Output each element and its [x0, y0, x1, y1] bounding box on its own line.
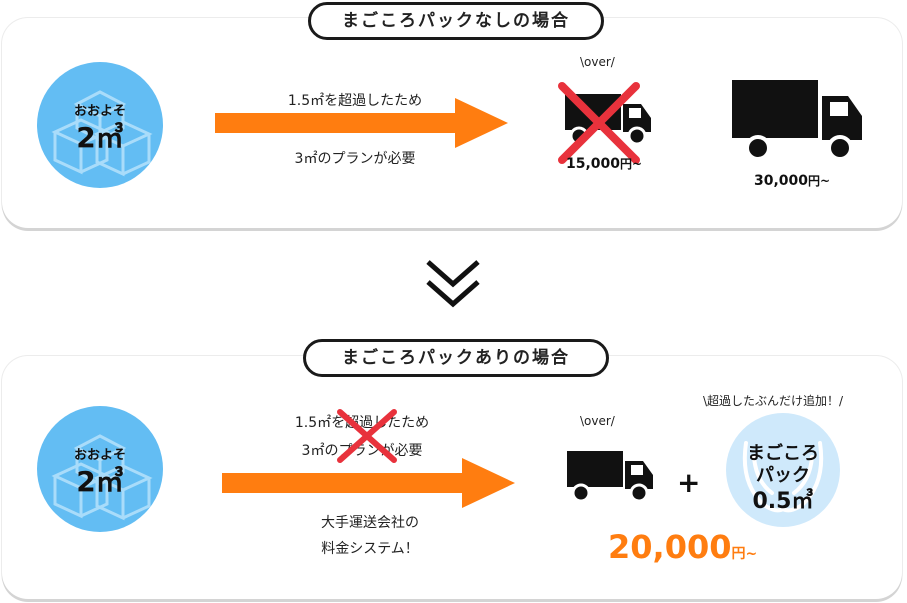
over-label: \over/ [580, 414, 615, 428]
pack-line-1: まごころ [747, 443, 819, 464]
cross-mark-icon [337, 409, 397, 463]
volume-prefix: おおよそ [73, 448, 126, 463]
price-value: 20,000 [608, 528, 732, 566]
hands-icon [742, 441, 824, 513]
plus-sign: + [677, 466, 701, 499]
pack-volume: 0.5㎥ [752, 489, 814, 514]
reason-line-1: 1.5㎡を超過したため [287, 93, 423, 109]
arrow-right-icon [215, 98, 508, 148]
section-title-with-pack: まごころパックありの場合 [303, 339, 609, 377]
boxes-icon [51, 434, 153, 521]
volume-prefix: おおよそ [73, 104, 126, 119]
crossed-line-1: 1.5㎡を超過したため [294, 415, 430, 431]
large-truck-price: 30,000円~ [754, 172, 830, 189]
volume-value: 2㎥ [76, 121, 124, 154]
price-unit: 円~ [808, 174, 831, 188]
boxes-icon [51, 90, 153, 177]
price-unit: 円~ [731, 546, 758, 562]
small-truck-price: 15,000円~ [566, 155, 642, 172]
reason-line-2: 3㎡のプランが必要 [294, 151, 416, 167]
extra-note: \超過したぶんだけ追加！/ [703, 394, 844, 408]
small-truck-icon [567, 451, 653, 503]
chevron-down-icon [426, 260, 480, 308]
volume-circle: おおよそ 2㎥ [37, 62, 163, 188]
volume-circle: おおよそ 2㎥ [37, 406, 163, 532]
section-title-without-pack: まごころパックなしの場合 [308, 2, 604, 40]
volume-value: 2㎥ [76, 465, 124, 498]
system-line-1: 大手運送会社の [321, 515, 419, 531]
large-truck-icon [732, 80, 862, 161]
over-label: \over/ [580, 55, 615, 69]
arrow-right-icon [222, 458, 515, 508]
system-line-2: 料金システム！ [321, 541, 419, 557]
pack-line-2: パック [756, 465, 810, 486]
price-unit: 円~ [620, 157, 643, 171]
price-value: 15,000 [566, 156, 621, 172]
total-price: 20,000円~ [608, 528, 757, 566]
price-value: 30,000 [754, 173, 809, 189]
cross-mark-icon [558, 82, 640, 164]
magokoro-pack-circle: まごころ パック 0.5㎥ [726, 413, 840, 527]
